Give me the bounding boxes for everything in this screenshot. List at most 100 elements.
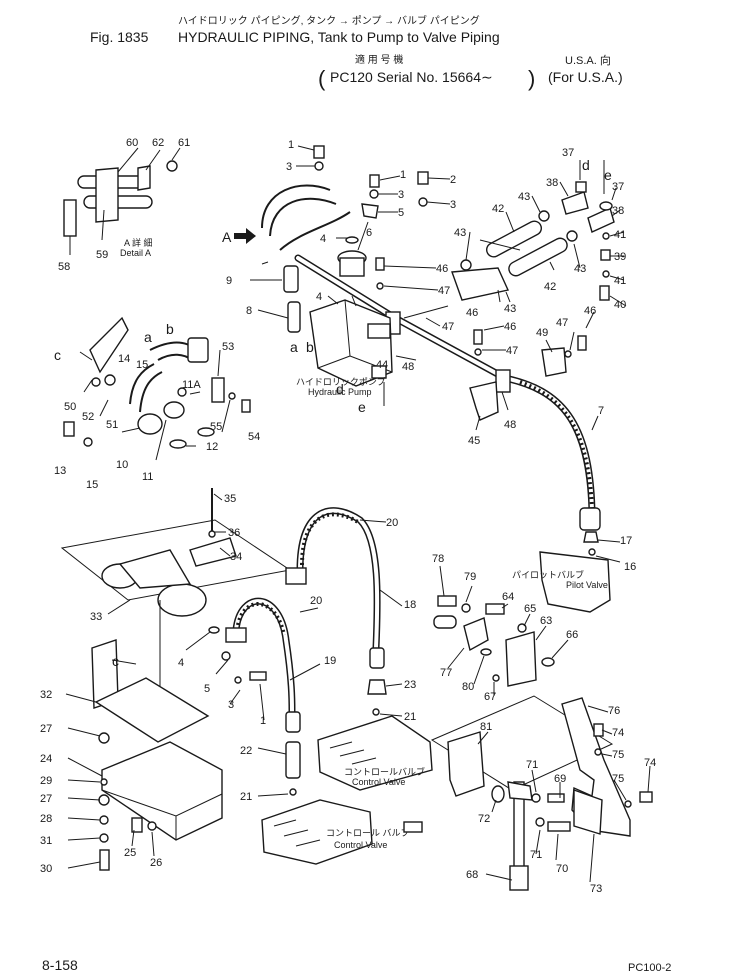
callout-29: 29 <box>40 775 52 787</box>
callout-46-d: 46 <box>584 305 596 317</box>
callout-70: 70 <box>556 863 568 875</box>
letter-a-pump: a <box>290 339 298 355</box>
callout-62: 62 <box>152 137 164 149</box>
callout-46-a: 46 <box>436 263 448 275</box>
washer-52 <box>91 377 101 387</box>
callout-1-mid: 1 <box>400 169 406 181</box>
bolt-46-c <box>473 329 483 345</box>
clamp-43-c <box>566 230 578 242</box>
letter-e-pump: e <box>358 399 366 415</box>
callout-20-top: 20 <box>386 517 398 529</box>
callout-31: 31 <box>40 835 52 847</box>
control-valve-lower: コントロール バルブ Control Valve <box>261 799 410 865</box>
callout-39: 39 <box>614 251 626 263</box>
washer-47-c <box>474 348 482 356</box>
pipe-group-42 <box>451 181 615 301</box>
callout-51: 51 <box>106 419 118 431</box>
pilot-valve-body <box>539 551 611 613</box>
filter-assembly-33 <box>60 488 292 690</box>
plane-outline-lower <box>430 695 614 791</box>
callout-64: 64 <box>502 591 514 603</box>
washer-3-mid <box>369 189 379 199</box>
callout-28: 28 <box>40 813 52 825</box>
clamp-43-a <box>460 259 472 271</box>
callout-71-b: 71 <box>530 849 542 861</box>
bolt-74-a <box>593 723 604 737</box>
oring-4-low <box>208 626 220 634</box>
bolt-69 <box>547 793 565 803</box>
bolt-70 <box>547 821 571 832</box>
oring-41-a <box>602 232 610 240</box>
flange-48b <box>495 369 511 393</box>
callout-35: 35 <box>224 493 236 505</box>
callout-2: 2 <box>450 174 456 186</box>
callout-36: 36 <box>228 527 240 539</box>
callout-66: 66 <box>566 629 578 641</box>
callout-12: 12 <box>206 441 218 453</box>
bracket-49 <box>541 347 567 377</box>
washer-28 <box>99 815 109 825</box>
leader-lines <box>65 145 651 883</box>
oring-12-b <box>197 427 215 437</box>
bolt-61 <box>166 160 178 172</box>
callout-48-a: 48 <box>402 361 414 373</box>
callout-30: 30 <box>40 863 52 875</box>
callout-81: 81 <box>480 721 492 733</box>
suction-tube-assembly <box>63 316 251 449</box>
elbow-38-right <box>587 207 615 233</box>
oring-21-a <box>372 708 380 716</box>
control-valve-body-upper <box>317 715 433 791</box>
callout-80: 80 <box>462 681 474 693</box>
clamp-43-b <box>538 210 550 222</box>
title-japanese: ハイドロリック パイピング, タンク → ポンプ → バルブ パイピング <box>178 14 480 27</box>
callout-15-top: 15 <box>136 359 148 371</box>
band-34 <box>189 537 237 567</box>
callout-79: 79 <box>464 571 476 583</box>
pump-fitting-44 <box>371 365 387 379</box>
callout-34: 34 <box>230 551 242 563</box>
callout-1-low: 1 <box>260 715 266 727</box>
callout-46-b: 46 <box>466 307 478 319</box>
valve-block-group <box>403 595 653 891</box>
valve-81 <box>447 731 485 797</box>
callout-45: 45 <box>468 435 480 447</box>
view-arrow-a: A <box>222 228 256 245</box>
serial-heading-japanese: 適 用 号 機 <box>355 53 403 66</box>
callout-numbers: 1 3 1 3 2 3 5 4 6 9 8 4 46 47 46 47 46 4… <box>40 139 656 895</box>
callout-49: 49 <box>536 327 548 339</box>
tube-end-68 <box>509 865 529 891</box>
oring-12 <box>169 439 187 449</box>
bolt-46-a <box>375 257 385 271</box>
callout-15-low: 15 <box>86 479 98 491</box>
bolt-30 <box>99 849 110 871</box>
callout-37-left: 37 <box>562 147 574 159</box>
hydraulic-pump: ハイドロリックポンプ Hydraulic Pump <box>283 265 393 397</box>
flange-11 <box>163 401 185 419</box>
callout-47-c: 47 <box>506 345 518 357</box>
flange-10 <box>137 413 163 435</box>
callout-11: 11 <box>142 471 153 483</box>
callout-38-right: 38 <box>612 205 624 217</box>
callout-44: 44 <box>376 359 388 371</box>
callout-75-a: 75 <box>612 749 624 761</box>
callout-22: 22 <box>240 745 252 757</box>
bolt-1-top <box>313 145 325 159</box>
callout-6: 6 <box>366 227 372 239</box>
spacer-78 <box>433 615 457 629</box>
pipe-42-lower <box>508 237 568 277</box>
callout-37-right: 37 <box>612 181 624 193</box>
washer-26 <box>147 821 157 831</box>
washer-15-low <box>83 437 93 447</box>
pipe-42-upper <box>485 220 543 258</box>
callout-19: 19 <box>324 655 336 667</box>
tank-port-group <box>313 145 429 290</box>
callout-27-b: 27 <box>40 793 52 805</box>
region-japanese: U.S.A. 向 <box>565 53 611 67</box>
plate-24 <box>101 741 223 841</box>
control-valve-lower-label: Control Valve <box>334 840 387 850</box>
callout-41-b: 41 <box>614 275 626 287</box>
callout-54: 54 <box>248 431 260 443</box>
callout-50: 50 <box>64 401 76 413</box>
callout-5-low: 5 <box>204 683 210 695</box>
